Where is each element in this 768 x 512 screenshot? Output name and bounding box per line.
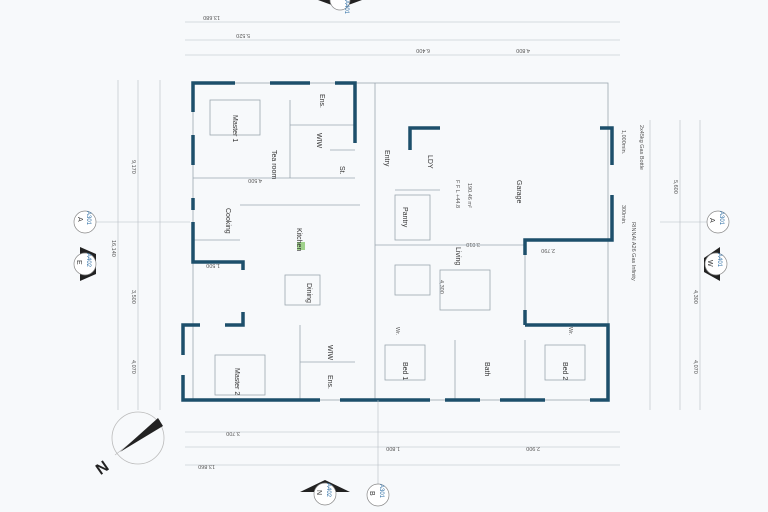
- dim-left-overall: 16,140: [110, 240, 116, 257]
- dim-right-b: 4,300: [692, 290, 698, 304]
- svg-text:W: W: [706, 260, 713, 267]
- svg-text:A301: A301: [378, 484, 384, 499]
- dim-left-b: 3,500: [130, 290, 136, 304]
- svg-text:A: A: [708, 218, 715, 223]
- dimension-lines: [117, 21, 701, 466]
- dim-top-c: 4.800: [516, 47, 530, 53]
- dim-living-height: 4,300: [438, 280, 444, 294]
- room-cooking: Cooking: [224, 208, 231, 234]
- dim-right-c: 4,070: [692, 360, 698, 374]
- svg-text:A401: A401: [343, 0, 349, 15]
- dim-garage-width: 3.010: [466, 241, 480, 247]
- room-ldy: LDY: [426, 155, 433, 169]
- north-label: N: [93, 458, 112, 479]
- marker-west[interactable]: W A401: [704, 247, 728, 281]
- ffl-label: F F L +44.8: [454, 180, 460, 208]
- svg-text:A402: A402: [325, 483, 331, 498]
- room-wiw2: WIW: [326, 345, 333, 361]
- dim-top-b: 6.400: [416, 47, 430, 53]
- interior-walls: [192, 82, 609, 401]
- room-wr2: Wr.: [567, 327, 573, 336]
- room-labels: Master 1 Tea room WIW Ens. St. Entry LDY…: [224, 94, 573, 395]
- svg-text:B: B: [368, 491, 375, 496]
- marker-right-a[interactable]: A A301: [660, 210, 730, 234]
- svg-text:E: E: [75, 260, 82, 265]
- svg-text:A402: A402: [85, 253, 91, 268]
- svg-text:A: A: [76, 217, 83, 222]
- room-master2: Master 2: [233, 368, 240, 395]
- area-label: 190.46 m²: [466, 183, 472, 208]
- svg-text:A301: A301: [85, 211, 91, 226]
- svg-text:A401: A401: [716, 253, 722, 268]
- dim-top-a: 5.520: [236, 32, 250, 38]
- room-entry: Entry: [383, 150, 390, 167]
- svg-text:A301: A301: [718, 211, 724, 226]
- dim-left-c: 4,070: [130, 360, 136, 374]
- room-dining: Dining: [305, 283, 312, 303]
- gas-infinity-note: RINNAI A26 Gas Infinity: [630, 222, 636, 281]
- dim-bottom-overall: 13.860: [198, 463, 215, 469]
- north-arrow: N: [93, 411, 165, 479]
- room-bed2: Bed 2: [561, 362, 568, 380]
- clearance-note-1: 1,000min.: [620, 130, 626, 155]
- room-kitchen: Kitchen: [295, 228, 302, 251]
- room-ens2: Ens.: [326, 375, 333, 389]
- room-bath: Bath: [483, 362, 490, 377]
- north-arrow-icon: [120, 418, 163, 452]
- room-ens1: Ens.: [318, 94, 325, 108]
- room-bed1: Bed 1: [401, 362, 408, 380]
- svg-text:N: N: [315, 490, 322, 495]
- marker-north[interactable]: N A402: [300, 480, 350, 506]
- marker-left-a[interactable]: A A301: [73, 210, 190, 234]
- service-notes: 2x45kg Gas Bottle RINNAI A26 Gas Infinit…: [620, 125, 644, 281]
- exterior-walls: [181, 81, 614, 402]
- room-wr1: Wr.: [394, 327, 400, 336]
- dim-bottom-a: 3.700: [226, 430, 240, 436]
- marker-east[interactable]: E A402: [73, 247, 97, 281]
- room-pantry: Pantry: [401, 207, 408, 228]
- dim-left-a: 9,170: [130, 160, 136, 174]
- room-wiw1: WIW: [315, 133, 322, 149]
- dim-bottom-c: 2.900: [526, 445, 540, 451]
- dimension-labels: 13.680 5.520 6.400 4.800 16,140 9,170 3,…: [110, 14, 698, 469]
- dim-top-overall: 13.680: [203, 14, 220, 20]
- room-living: Living: [454, 247, 461, 265]
- room-master1: Master 1: [231, 115, 238, 142]
- dim-right-a: 5,600: [672, 180, 678, 194]
- marker-top[interactable]: A401: [318, 0, 362, 15]
- room-tea-room: Tea room: [270, 150, 277, 179]
- room-garage: Garage: [515, 180, 522, 203]
- clearance-note-2: 300min.: [620, 205, 626, 225]
- sink-fixture: [297, 242, 305, 250]
- dim-bed-width: 2.790: [541, 247, 555, 253]
- room-st: St.: [338, 166, 345, 175]
- dim-bottom-b: 1.800: [386, 445, 400, 451]
- dim-tea-width: 4.500: [248, 177, 262, 183]
- marker-bottom-b[interactable]: B A301: [366, 400, 390, 507]
- dim-kitchen-width: 1.500: [206, 262, 220, 268]
- gas-bottle-note: 2x45kg Gas Bottle: [638, 125, 644, 170]
